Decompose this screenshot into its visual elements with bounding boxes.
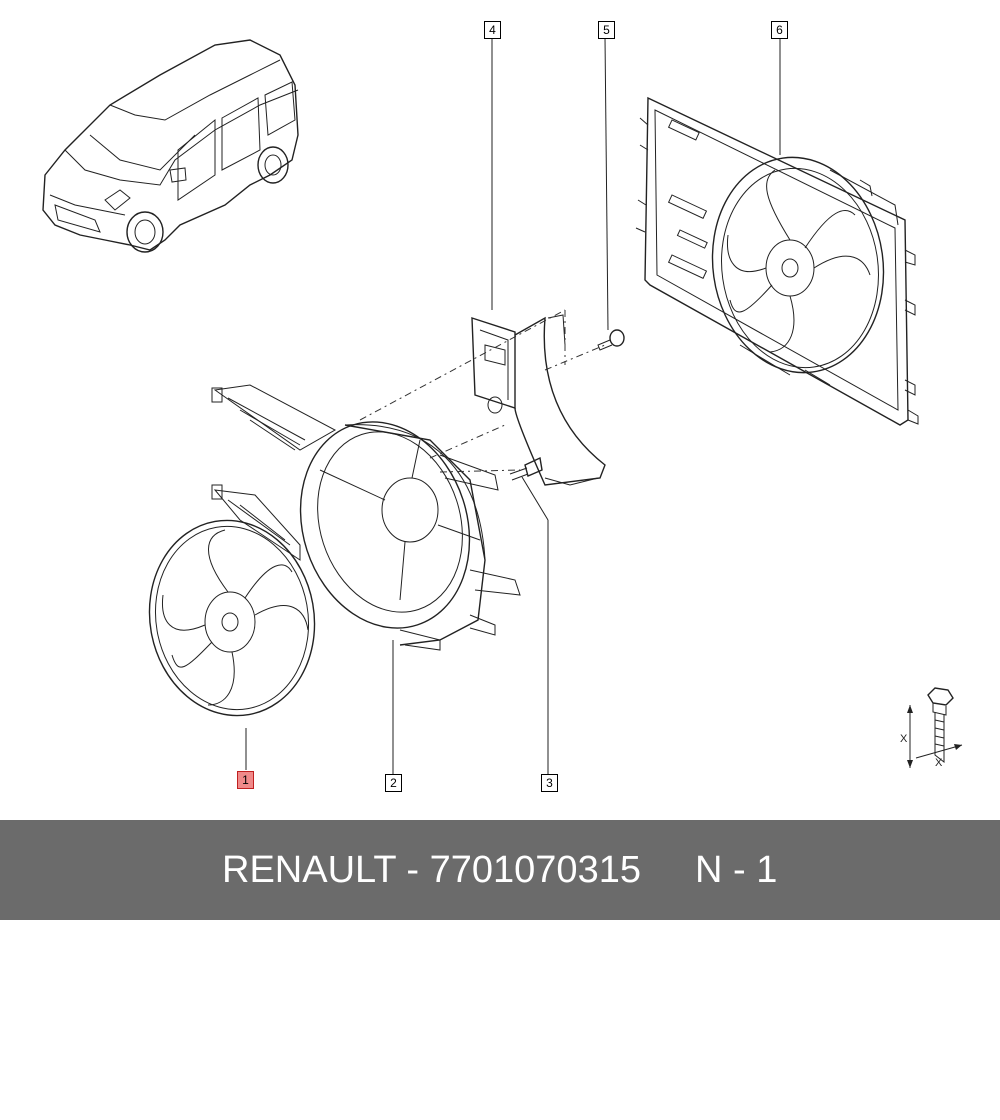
callout-part-5[interactable]: 5 (598, 21, 615, 39)
torque-label-horizontal: X (935, 757, 943, 769)
callout-part-1[interactable]: 1 (237, 771, 254, 789)
quantity-text: N - 1 (695, 849, 778, 891)
callout-part-3[interactable]: 3 (541, 774, 558, 792)
torque-bolt-symbol: X X (900, 687, 963, 769)
fan-frame-assembly (635, 96, 919, 426)
cooling-fan-part-1 (148, 519, 316, 717)
vehicle-illustration (42, 39, 299, 253)
part-info-footer: RENAULT - 7701070315 N - 1 (0, 820, 1000, 920)
bolt-part-3 (509, 456, 543, 481)
fan-shroud-part-2 (211, 384, 521, 651)
leader-lines (245, 36, 781, 775)
callout-part-2[interactable]: 2 (385, 774, 402, 792)
callout-part-4[interactable]: 4 (484, 21, 501, 39)
torque-label-vertical: X (900, 733, 908, 745)
assembly-guide-lines (359, 309, 606, 473)
part-number-text: RENAULT - 7701070315 (222, 849, 641, 891)
exploded-parts-diagram: X X (42, 36, 963, 775)
screw-part-5 (597, 329, 625, 351)
callout-part-6[interactable]: 6 (771, 21, 788, 39)
bracket-part-4 (471, 314, 606, 486)
diagram-drawing: X X (42, 36, 963, 775)
